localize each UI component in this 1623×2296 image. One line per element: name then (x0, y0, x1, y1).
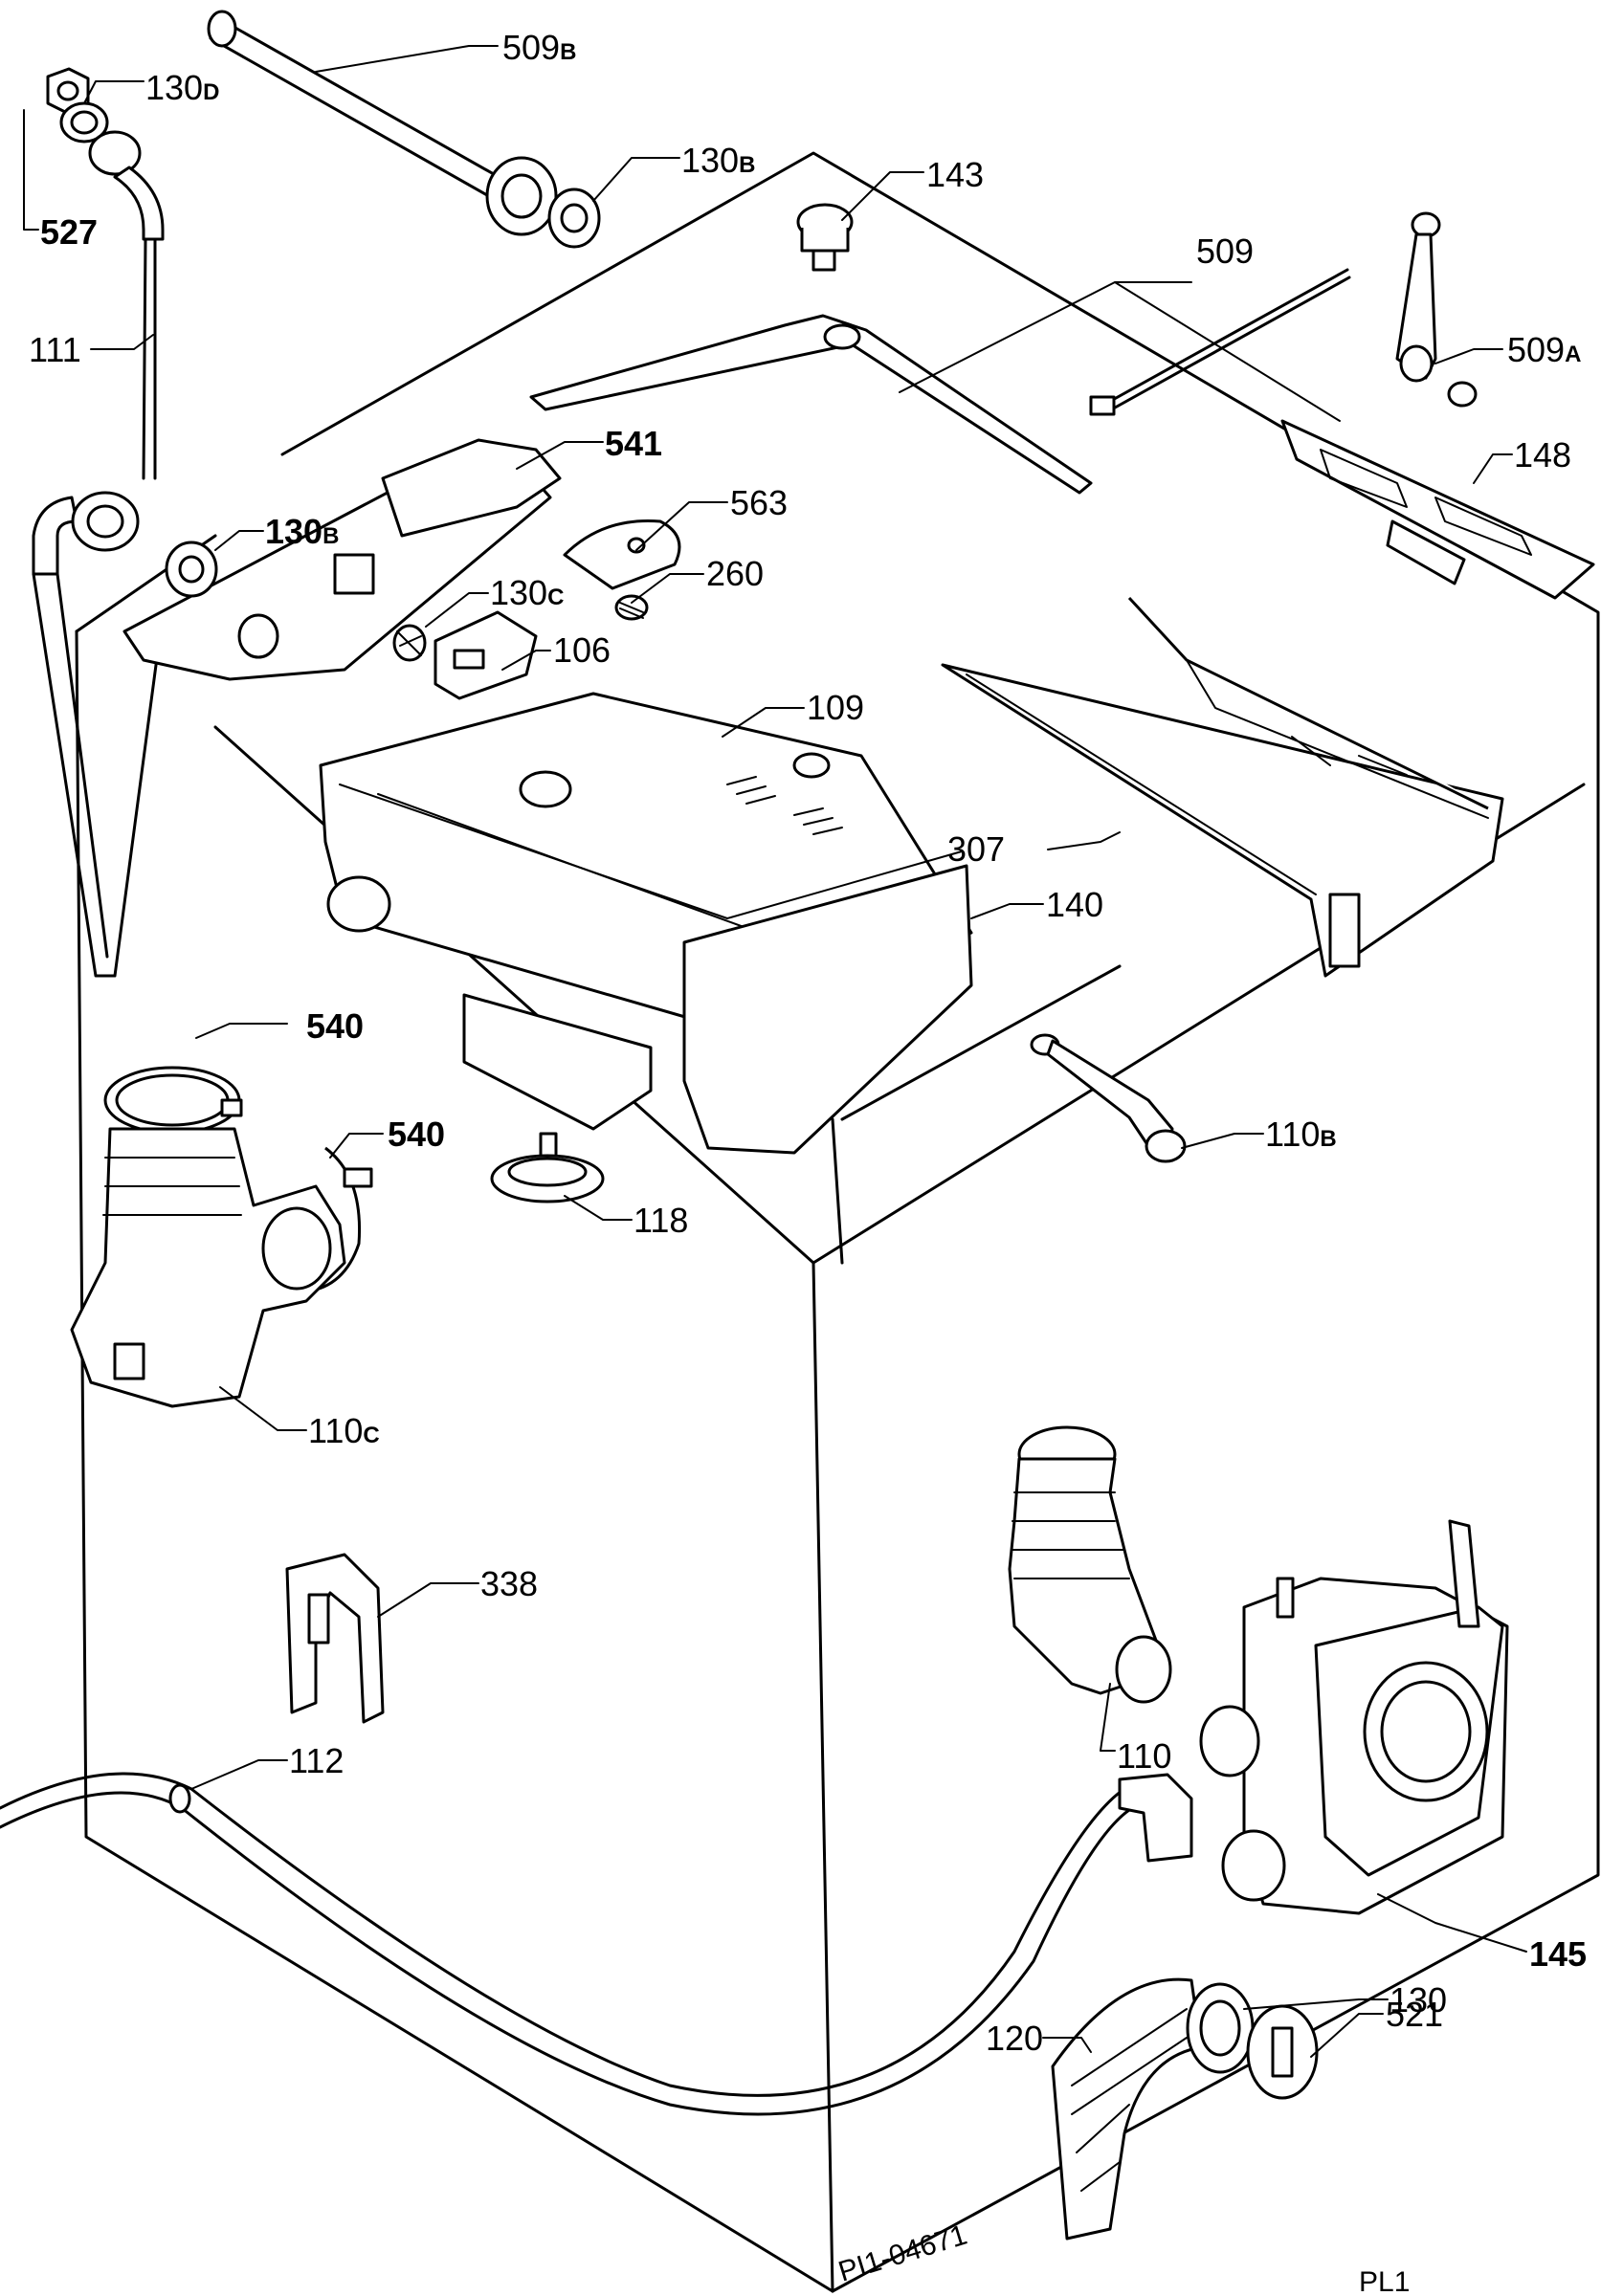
filter-130c (392, 624, 427, 662)
label-130b-top: 130B (681, 141, 755, 180)
label-143: 143 (926, 155, 984, 194)
label-111: 111 (29, 330, 81, 369)
sump-hose-110 (1008, 1425, 1172, 1704)
label-540-a: 540 (306, 1006, 364, 1046)
elbow-hose-111 (88, 130, 165, 480)
label-527: 527 (40, 212, 98, 252)
knob-143 (796, 203, 854, 272)
drawer-handle-148 (1280, 419, 1595, 600)
filter-insert-120 (1051, 1977, 1203, 2241)
hose-clamp-540-a (103, 1066, 243, 1135)
label-140: 140 (1046, 885, 1103, 924)
label-118: 118 (634, 1201, 688, 1240)
seal-ring-130d (59, 101, 109, 144)
label-120: 120 (986, 2019, 1043, 2058)
bellows-110c (70, 1127, 346, 1408)
label-509b: 509B (502, 28, 576, 67)
control-rod-509 (1089, 268, 1351, 416)
inlet-hose-left (32, 491, 160, 978)
label-110: 110 (1117, 1736, 1171, 1776)
hose-clamp-540-b (305, 1146, 373, 1293)
union-nut-130b-top (547, 188, 601, 249)
label-110c: 110C (308, 1411, 380, 1450)
seal-ring-130 (1186, 1982, 1255, 2074)
label-130: 130 (1390, 1980, 1447, 2020)
label-106: 106 (553, 630, 611, 670)
label-521: 521 (1386, 1995, 1443, 2034)
small-hose-110b (1030, 1033, 1187, 1163)
label-109: 109 (807, 688, 864, 727)
valve-clip-106 (434, 610, 538, 700)
inlet-pipe-509b (207, 10, 558, 236)
label-148: 148 (1514, 435, 1571, 475)
lever-arm-509 (529, 314, 1093, 495)
label-112: 112 (289, 1741, 344, 1780)
label-145: 145 (1529, 1934, 1587, 1974)
label-563: 563 (730, 483, 788, 522)
spring-260 (614, 594, 649, 621)
label-541: 541 (605, 424, 662, 463)
drain-hose-112 (0, 1772, 1193, 2116)
label-110b: 110B (1265, 1115, 1337, 1154)
label-260: 260 (706, 554, 764, 593)
valve-bracket-541 (122, 438, 562, 681)
inlet-union-527 (46, 67, 90, 115)
reservoir-lid-140 (326, 864, 973, 1155)
label-338: 338 (480, 1564, 538, 1603)
pump-housing-145 (1199, 1519, 1509, 1915)
page-tag: PL1 (1359, 2266, 1410, 2296)
hose-clip-338 (285, 1553, 385, 1724)
flap-563 (563, 519, 681, 590)
seal-130b-mid (165, 541, 218, 598)
label-509: 509 (1196, 232, 1254, 271)
label-130d: 130D (145, 68, 219, 107)
callout-labels: 509B 130D 130B 527 143 509 509A 111 541 … (29, 28, 1587, 2058)
label-130c: 130C (490, 573, 564, 612)
label-540-b: 540 (388, 1115, 445, 1154)
cam-arm-509a (1395, 211, 1478, 408)
drawing-code: PI1-04671 (834, 2219, 970, 2288)
filter-disc-118 (490, 1132, 605, 1203)
label-509a: 509A (1507, 330, 1581, 369)
dispenser-drawer-307 (941, 596, 1504, 978)
cap-521 (1246, 2004, 1319, 2100)
label-130b-mid: 130B (265, 512, 339, 551)
label-307: 307 (947, 829, 1005, 869)
leader-lines (23, 45, 1527, 2058)
